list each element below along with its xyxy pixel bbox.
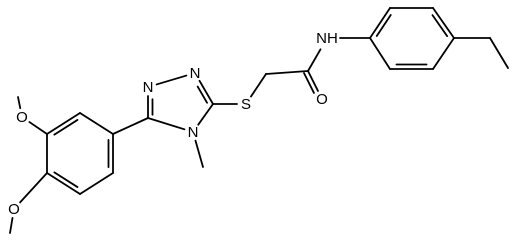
bond-n2-c3-double [196,85,208,104]
bond-o2-me2 [9,216,14,234]
bond-n1-n2 [155,74,188,86]
bond-a1-c5 [112,117,149,135]
bond-b1-b2-double [375,14,392,37]
bond-a1-a2 [79,112,114,135]
atom-label-o2: O [8,201,20,218]
atom-label-n2: N [190,65,201,82]
bond-b6-b1 [369,37,391,70]
bond-co-nh [307,48,322,72]
bond-co-ox-double [303,72,315,94]
atom-label-n1: N [143,79,154,96]
bond-ch2-co [265,70,309,75]
bond-b3-b4 [432,7,455,39]
atom-label-o1: O [16,109,28,126]
bond-a4-a5 [46,172,81,195]
bond-b3-b4-double [431,14,449,37]
atom-label-nh: NH [316,30,338,47]
bond-s1-ch2 [250,73,267,98]
atom-label-ox: O [316,91,328,108]
bond-et1-et2 [489,37,509,69]
bond-n2-c3 [198,79,214,105]
bond-a2-a3-double [53,119,79,136]
bonds-layer [9,7,509,234]
bond-b4-b5 [432,37,455,70]
bond-n4-c5 [147,117,186,131]
bond-a3-o1 [28,121,48,135]
bond-co-ox [307,70,319,92]
atom-label-n4: N [188,124,199,141]
atoms-layer: O O N N N S O NH [8,30,338,218]
bond-o1-me1 [17,96,22,110]
bond-a5-a6 [79,172,114,195]
atom-label-s1: S [241,96,251,113]
bond-n4-me3 [194,139,204,168]
bond-b1-b2 [369,7,391,39]
bond-a4-o2 [19,172,48,204]
bond-a2-a3 [46,112,81,135]
bond-c3-n4 [197,103,214,126]
bond-a4-a5-double [53,171,79,188]
